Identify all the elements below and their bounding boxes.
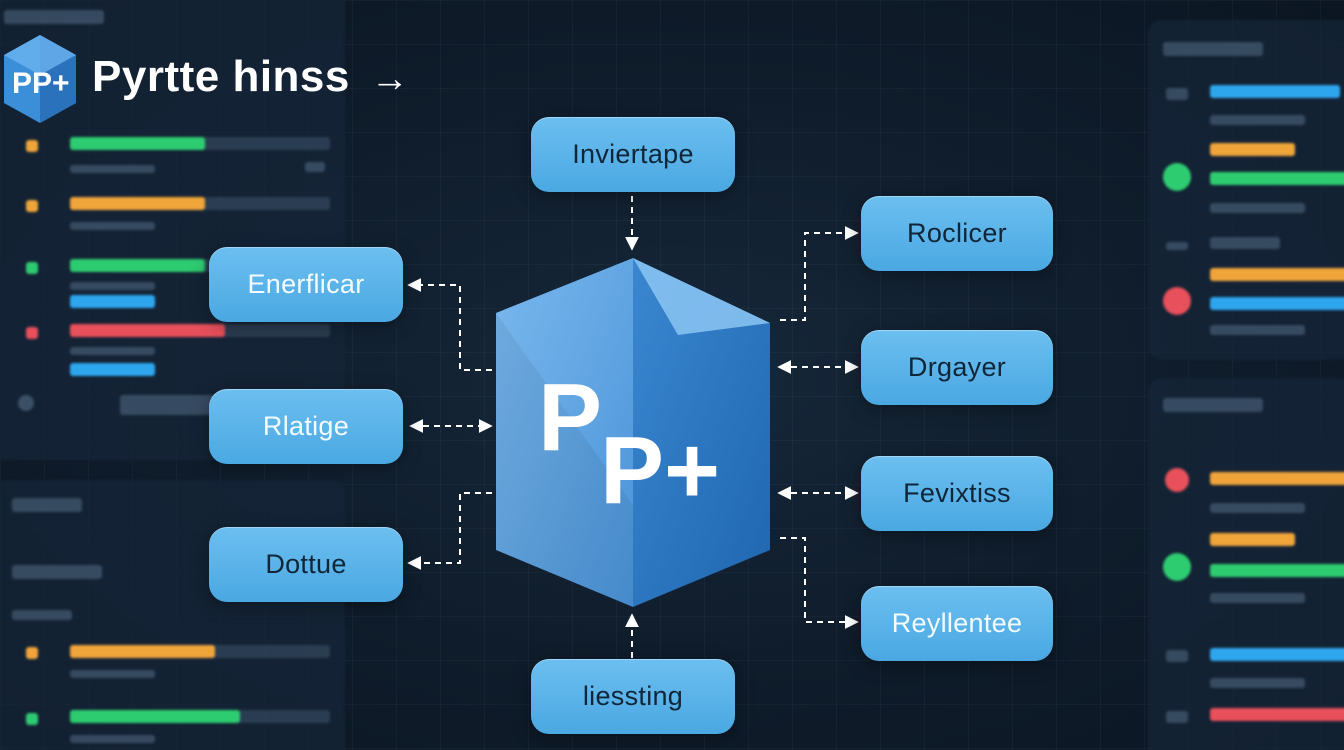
ghost-text [1210, 678, 1305, 688]
page-title-text: Pyrtte hinss [92, 52, 350, 101]
status-circle [1163, 163, 1191, 191]
ghost-text [1210, 325, 1305, 335]
progress-bar-orange [1210, 472, 1344, 485]
ghost-text [1166, 650, 1188, 662]
connector-right-1 [780, 226, 859, 321]
ghost-text [12, 610, 72, 620]
app-logo-text: PP+ [12, 67, 70, 100]
progress-bar-green [70, 710, 240, 723]
ghost-text [1166, 88, 1188, 100]
node-left-2-label: Rlatige [262, 411, 350, 441]
ghost-heading [4, 10, 104, 24]
progress-bar-blue [70, 295, 155, 308]
status-circle [1163, 553, 1191, 581]
progress-bar-blue [1210, 85, 1340, 98]
ghost-text [1166, 242, 1188, 250]
node-right-3-label: Fevixtiss [903, 478, 1011, 508]
node-right-4-label: Reyllentee [891, 608, 1023, 638]
connector-left-1 [407, 278, 492, 371]
ghost-text [1210, 203, 1305, 213]
status-dot [26, 200, 38, 212]
node-right-4[interactable]: Reyllentee [861, 586, 1053, 661]
status-circle [1163, 287, 1191, 315]
node-top-label: Inviertape [572, 139, 694, 169]
progress-bar-red [70, 324, 225, 337]
progress-bar-green [70, 137, 205, 150]
status-circle [18, 395, 34, 411]
ghost-text [70, 222, 155, 230]
status-dot [26, 140, 38, 152]
node-top[interactable]: Inviertape [531, 117, 735, 192]
ghost-text [1166, 711, 1188, 723]
progress-bar-orange [70, 645, 215, 658]
ghost-text [70, 735, 155, 743]
ghost-text [70, 670, 155, 678]
progress-bar-orange [1210, 533, 1295, 546]
ghost-text [305, 162, 325, 172]
node-left-3-label: Dottue [265, 549, 347, 579]
progress-bar-blue [1210, 648, 1344, 661]
node-left-1[interactable]: Enerflicar [209, 247, 403, 322]
connector-right-4 [780, 537, 859, 629]
node-right-1-label: Roclicer [907, 218, 1007, 248]
status-dot [26, 262, 38, 274]
progress-bar-blue [70, 363, 155, 376]
app-logo: PP+ [4, 35, 76, 123]
ghost-text [1210, 237, 1280, 249]
ghost-text [1210, 115, 1305, 125]
ghost-text [1210, 503, 1305, 513]
node-right-2-label: Drgayer [907, 352, 1007, 382]
progress-bar-green [1210, 172, 1344, 185]
node-right-3[interactable]: Fevixtiss [861, 456, 1053, 531]
arrow-right-icon: → [370, 58, 410, 100]
node-left-3[interactable]: Dottue [209, 527, 403, 602]
progress-bar-orange [70, 197, 205, 210]
status-dot [26, 713, 38, 725]
ghost-text [1210, 593, 1305, 603]
progress-bar-orange [1210, 143, 1295, 156]
connector-left-3 [407, 492, 492, 570]
ghost-button [120, 395, 230, 415]
node-right-2[interactable]: Drgayer [861, 330, 1053, 405]
background-panel-left-bottom [0, 480, 345, 750]
background-panel-right-bottom [1148, 378, 1344, 750]
ghost-heading [1163, 398, 1263, 412]
progress-bar-orange [1210, 268, 1344, 281]
cube-logo-text: P+ [600, 417, 720, 524]
background-panel-right-top [1148, 20, 1344, 360]
ghost-heading [12, 498, 82, 512]
heart-icon [1165, 468, 1189, 492]
node-right-1[interactable]: Roclicer [861, 196, 1053, 271]
progress-bar-red [1210, 708, 1344, 721]
ghost-text [70, 282, 155, 290]
cube-logo-letter: P [538, 364, 602, 471]
ghost-text [70, 165, 155, 173]
page-title: Pyrtte hinss → [92, 52, 409, 102]
progress-bar-blue [1210, 297, 1344, 310]
ghost-heading [1163, 42, 1263, 56]
node-left-2[interactable]: Rlatige [209, 389, 403, 464]
ghost-heading [12, 565, 102, 579]
progress-bar-green [1210, 564, 1344, 577]
ghost-text [70, 347, 155, 355]
status-dot [26, 647, 38, 659]
central-cube: P P+ [496, 258, 770, 607]
node-bottom-label: liessting [582, 681, 684, 711]
status-dot [26, 327, 38, 339]
node-bottom[interactable]: liessting [531, 659, 735, 734]
progress-bar-green [70, 259, 205, 272]
node-left-1-label: Enerflicar [247, 269, 365, 299]
